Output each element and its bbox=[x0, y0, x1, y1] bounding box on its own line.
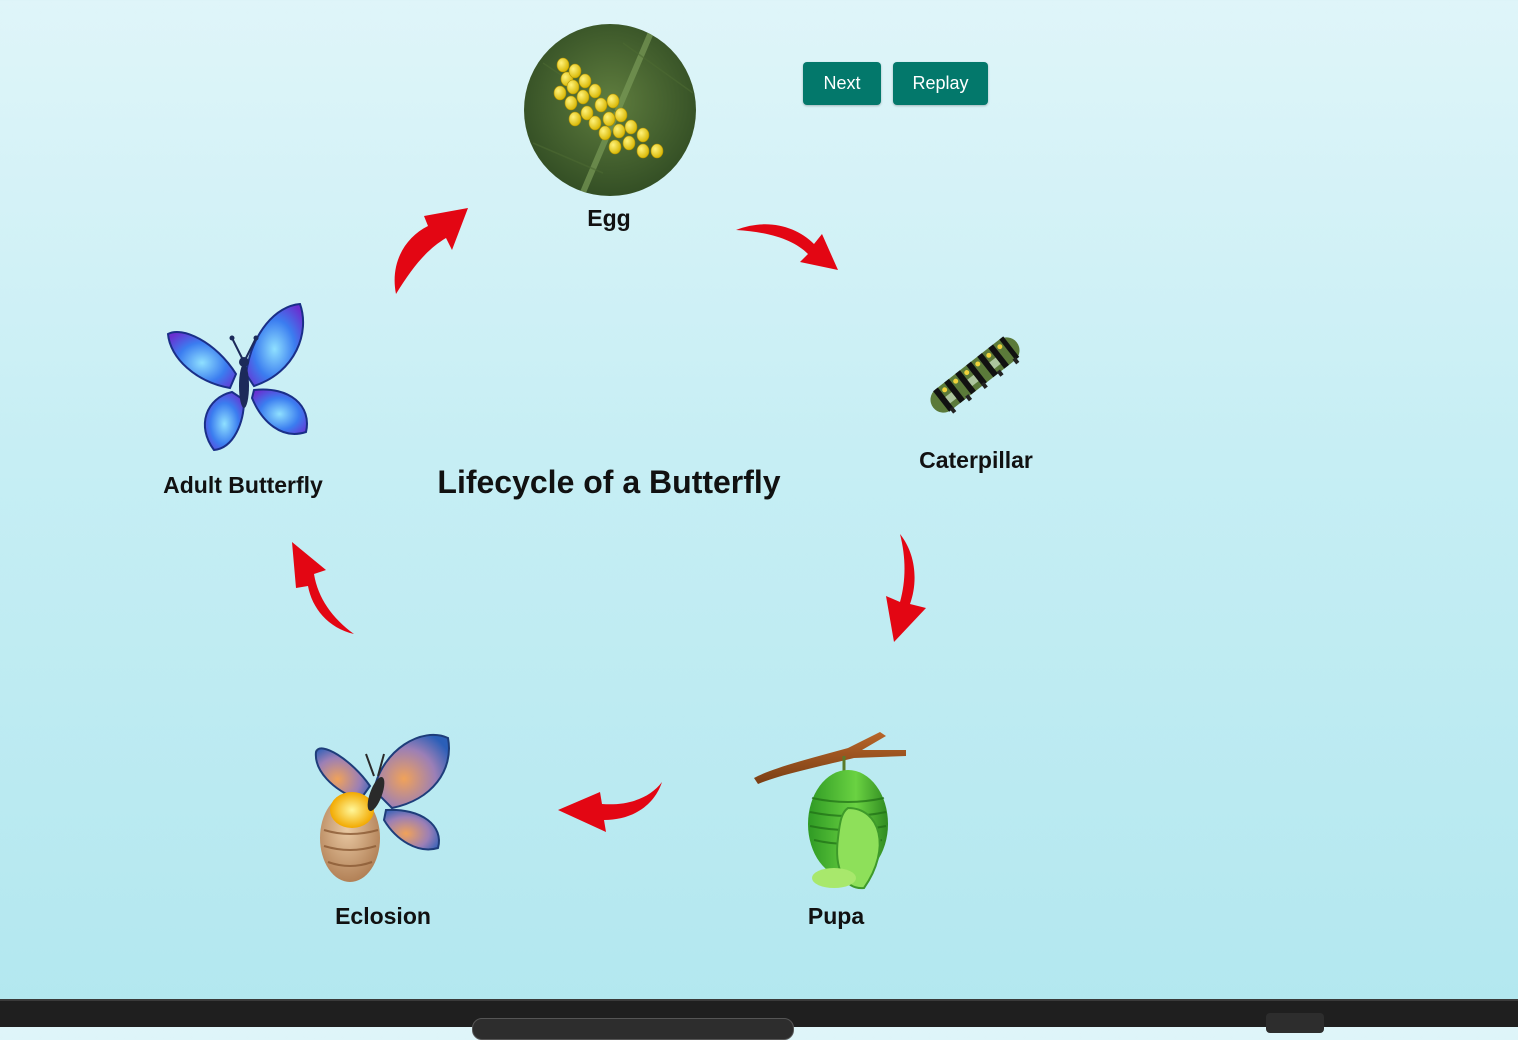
stage-label-egg: Egg bbox=[587, 205, 631, 231]
stage-label-adult-butterfly: Adult Butterfly bbox=[163, 472, 323, 498]
egg-cluster-icon bbox=[524, 24, 696, 196]
caterpillar-icon bbox=[930, 336, 1020, 414]
curved-arrow-icon bbox=[886, 534, 926, 642]
diagram-title: Lifecycle of a Butterfly bbox=[437, 464, 781, 500]
stage-label-pupa: Pupa bbox=[807, 903, 865, 929]
stage-label-caterpillar: Caterpillar bbox=[919, 447, 1033, 473]
taskbar-search-box[interactable] bbox=[472, 1018, 794, 1040]
taskbar-button[interactable] bbox=[1266, 1013, 1324, 1033]
next-button[interactable]: Next bbox=[803, 62, 881, 105]
stage-label-eclosion: Eclosion bbox=[335, 903, 431, 929]
emerging-butterfly-icon bbox=[314, 733, 450, 882]
curved-arrow-icon bbox=[292, 542, 354, 634]
replay-button[interactable]: Replay bbox=[893, 62, 988, 105]
curved-arrow-icon bbox=[558, 782, 662, 832]
taskbar bbox=[0, 999, 1518, 1040]
chrysalis-icon bbox=[754, 732, 906, 890]
blue-butterfly-icon bbox=[166, 302, 308, 452]
curved-arrow-icon bbox=[736, 224, 838, 270]
curved-arrow-icon bbox=[394, 208, 468, 294]
